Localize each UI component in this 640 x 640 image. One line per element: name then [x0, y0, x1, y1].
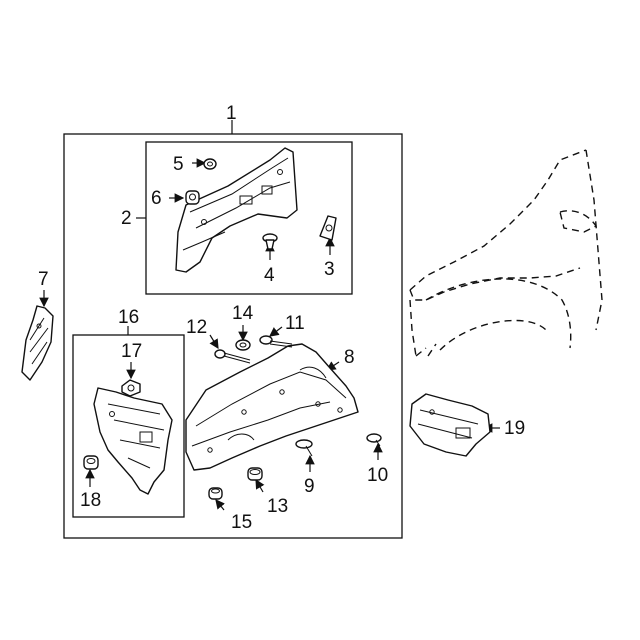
fender-apron-part-8 [185, 343, 359, 471]
callout-17: 17 [121, 341, 142, 362]
callout-3: 3 [324, 259, 335, 280]
reinforcement-part-7 [21, 305, 54, 381]
callout-13: 13 [267, 496, 288, 517]
callout-2: 2 [121, 208, 132, 229]
clip-part-4 [262, 233, 278, 250]
nut-part-14 [235, 339, 251, 351]
nut-part-15 [208, 487, 223, 500]
callout-12: 12 [186, 317, 207, 338]
callout-15: 15 [231, 512, 252, 533]
callout-9: 9 [304, 476, 315, 497]
bracket-part-3 [319, 215, 337, 241]
callout-5: 5 [173, 154, 184, 175]
nut-part-5 [203, 158, 217, 170]
callout-8: 8 [344, 347, 355, 368]
shield-part-19 [409, 393, 491, 457]
bolt-part-11 [259, 335, 293, 348]
apron-reinforcement-part [175, 147, 298, 273]
nut-part-18 [83, 455, 99, 470]
callout-7: 7 [38, 269, 49, 290]
bolt-part-12 [214, 349, 251, 364]
callout-16: 16 [118, 307, 139, 328]
bolt-part-10 [366, 433, 382, 447]
bracket-part-16 [93, 387, 173, 495]
nut-part-17 [121, 379, 141, 397]
callout-11: 11 [285, 313, 305, 334]
assembly-frame-1 [63, 133, 403, 539]
callout-14: 14 [232, 303, 254, 324]
nut-part-13 [247, 467, 263, 481]
callout-10: 10 [367, 465, 388, 486]
callout-19: 19 [504, 418, 525, 439]
nut-part-6 [185, 190, 200, 205]
fender-reference-outline [409, 149, 603, 357]
callout-4: 4 [264, 265, 275, 286]
callout-18: 18 [80, 490, 101, 511]
callout-1: 1 [226, 103, 237, 124]
callout-6: 6 [151, 188, 162, 209]
bolt-part-9 [295, 439, 313, 457]
